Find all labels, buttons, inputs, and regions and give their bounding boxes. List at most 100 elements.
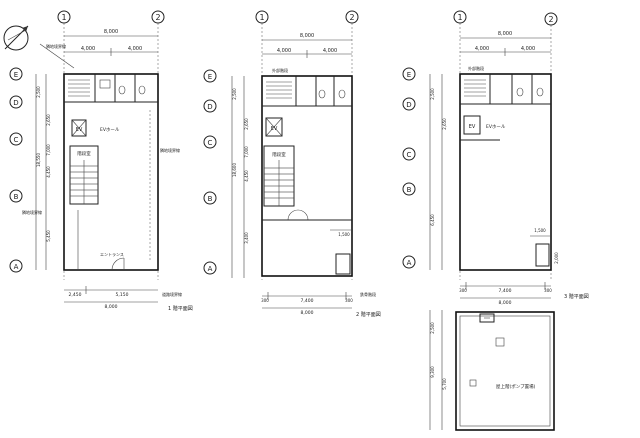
- ev-label-2: EV: [271, 126, 278, 132]
- note-top: 隣地境界線: [46, 43, 66, 49]
- floor-plan-3: 1 2 8,000 4,000 4,000 E D C B A 2,500 2,…: [402, 10, 589, 306]
- rooftop-outline: [455, 311, 555, 431]
- svg-text:A: A: [14, 263, 19, 271]
- svg-text:2: 2: [155, 13, 160, 22]
- elevator-shaft-2: [265, 117, 283, 137]
- svg-text:C: C: [14, 136, 19, 144]
- rooftop-label: 屋上階(ポンプ置場): [496, 383, 536, 390]
- svg-text:8,000: 8,000: [300, 33, 314, 39]
- stair-label-2: 階段室: [272, 151, 286, 158]
- svg-text:E: E: [208, 73, 212, 81]
- svg-text:300: 300: [544, 288, 552, 293]
- svg-text:4,450: 4,450: [244, 170, 249, 182]
- svg-text:4,450: 4,450: [46, 166, 51, 178]
- svg-text:8,000: 8,000: [499, 300, 512, 306]
- svg-text:7,400: 7,400: [499, 288, 512, 294]
- entrance-label: エントランス: [100, 251, 124, 257]
- svg-text:1: 1: [61, 13, 66, 22]
- svg-text:6,450: 6,450: [430, 214, 435, 226]
- svg-text:2,650: 2,650: [442, 118, 447, 130]
- svg-text:8,000: 8,000: [498, 31, 512, 37]
- dimension-left-2: 2,500 2,650 7,000 4,450 18,600 3,400: [231, 76, 249, 278]
- svg-text:2,650: 2,650: [244, 118, 249, 130]
- building-outline-3: [459, 73, 552, 271]
- elevator-shaft-3: [463, 115, 481, 135]
- note-bottom-2: 鉄骨階段: [360, 291, 376, 297]
- svg-text:B: B: [407, 186, 412, 194]
- floor1-title: 1 階平面図: [168, 305, 193, 312]
- svg-text:7,000: 7,000: [244, 146, 249, 158]
- stair-label: 階段室: [77, 150, 91, 157]
- stair-top: [68, 79, 90, 97]
- building-outline: [63, 73, 159, 271]
- svg-text:4,000: 4,000: [128, 46, 142, 52]
- svg-text:8,000: 8,000: [104, 29, 118, 35]
- svg-text:5,150: 5,150: [116, 292, 129, 298]
- svg-text:4,000: 4,000: [81, 46, 95, 52]
- svg-text:A: A: [407, 259, 412, 267]
- svg-text:B: B: [14, 193, 19, 201]
- right-dim-2: 1,500: [338, 232, 350, 237]
- svg-text:C: C: [407, 151, 412, 159]
- svg-text:2,450: 2,450: [69, 292, 82, 298]
- svg-text:4,000: 4,000: [475, 46, 489, 52]
- svg-text:A: A: [208, 265, 213, 273]
- ev-label: EV: [76, 127, 83, 133]
- svg-text:8,000: 8,000: [301, 310, 314, 316]
- dimension-left-3: 2,500 2,650 6,450: [429, 74, 447, 270]
- dimension-left: 2,500 2,650 7,000 4,450 18,550 5,450: [35, 74, 51, 270]
- svg-text:300: 300: [459, 288, 467, 293]
- note-right: 隣地境界線: [160, 147, 180, 153]
- evhall-label-3: EVホール: [486, 124, 506, 130]
- svg-text:1: 1: [457, 13, 462, 22]
- svg-text:4,000: 4,000: [521, 46, 535, 52]
- floor3-title: 3 階平面図: [564, 293, 589, 300]
- north-arrow: [3, 25, 29, 51]
- floor2-title: 2 階平面図: [356, 311, 381, 318]
- building-outline-2: [261, 75, 353, 277]
- svg-text:D: D: [207, 103, 212, 111]
- note-left: 隣地境界線: [22, 209, 42, 215]
- svg-text:1: 1: [259, 13, 264, 22]
- grid-rows: E D C B A: [9, 67, 23, 273]
- svg-text:2,500: 2,500: [430, 88, 435, 100]
- external-stair-label: 外部階段: [272, 67, 288, 73]
- svg-text:2,500: 2,500: [36, 86, 41, 98]
- rooftop-plan: 2,500 9,300 5,700 屋上階(ポンプ置場): [429, 310, 555, 431]
- svg-text:E: E: [14, 71, 18, 79]
- svg-text:2,500: 2,500: [232, 88, 237, 100]
- svg-text:B: B: [208, 195, 213, 203]
- svg-text:C: C: [208, 139, 213, 147]
- svg-text:8,000: 8,000: [105, 304, 118, 310]
- svg-text:9,300: 9,300: [430, 366, 435, 378]
- svg-text:18,550: 18,550: [36, 153, 41, 167]
- svg-text:5,700: 5,700: [442, 378, 447, 390]
- svg-text:300: 300: [345, 298, 353, 303]
- dimension-bottom-3: 300 7,400 300 8,000: [459, 282, 552, 306]
- svg-text:D: D: [13, 99, 18, 107]
- floor-plan-1: 1 2 8,000 4,000 4,000 隣地境界線 E D C B A: [9, 10, 193, 312]
- svg-text:18,600: 18,600: [232, 163, 237, 177]
- dimension-bottom-2: 300 7,400 300 8,000: [261, 292, 353, 316]
- dimension-top: 8,000 4,000 4,000: [64, 29, 158, 56]
- elevator-shaft: [71, 119, 87, 137]
- room-label-3: 外部階段: [468, 65, 484, 71]
- svg-text:7,000: 7,000: [46, 144, 51, 156]
- svg-text:4,000: 4,000: [277, 48, 291, 54]
- svg-text:D: D: [406, 101, 411, 109]
- svg-text:2,650: 2,650: [46, 114, 51, 126]
- svg-text:7,400: 7,400: [301, 298, 314, 304]
- note-bottom: 道路境界線: [162, 291, 182, 297]
- svg-text:2,500: 2,500: [430, 322, 435, 334]
- right-dim-3a: 1,500: [534, 228, 546, 233]
- svg-text:2: 2: [349, 13, 354, 22]
- floor-plan-2: 1 2 8,000 4,000 4,000 E D C B A 2,500 2,…: [203, 10, 381, 318]
- svg-text:3,400: 3,400: [244, 232, 249, 244]
- right-dim-3b: 2,000: [554, 252, 559, 264]
- svg-text:300: 300: [261, 298, 269, 303]
- svg-text:4,000: 4,000: [323, 48, 337, 54]
- dimension-bottom: 2,450 5,150 8,000: [64, 286, 158, 310]
- evhall-label: EVホール: [100, 127, 120, 133]
- svg-text:2: 2: [548, 15, 553, 24]
